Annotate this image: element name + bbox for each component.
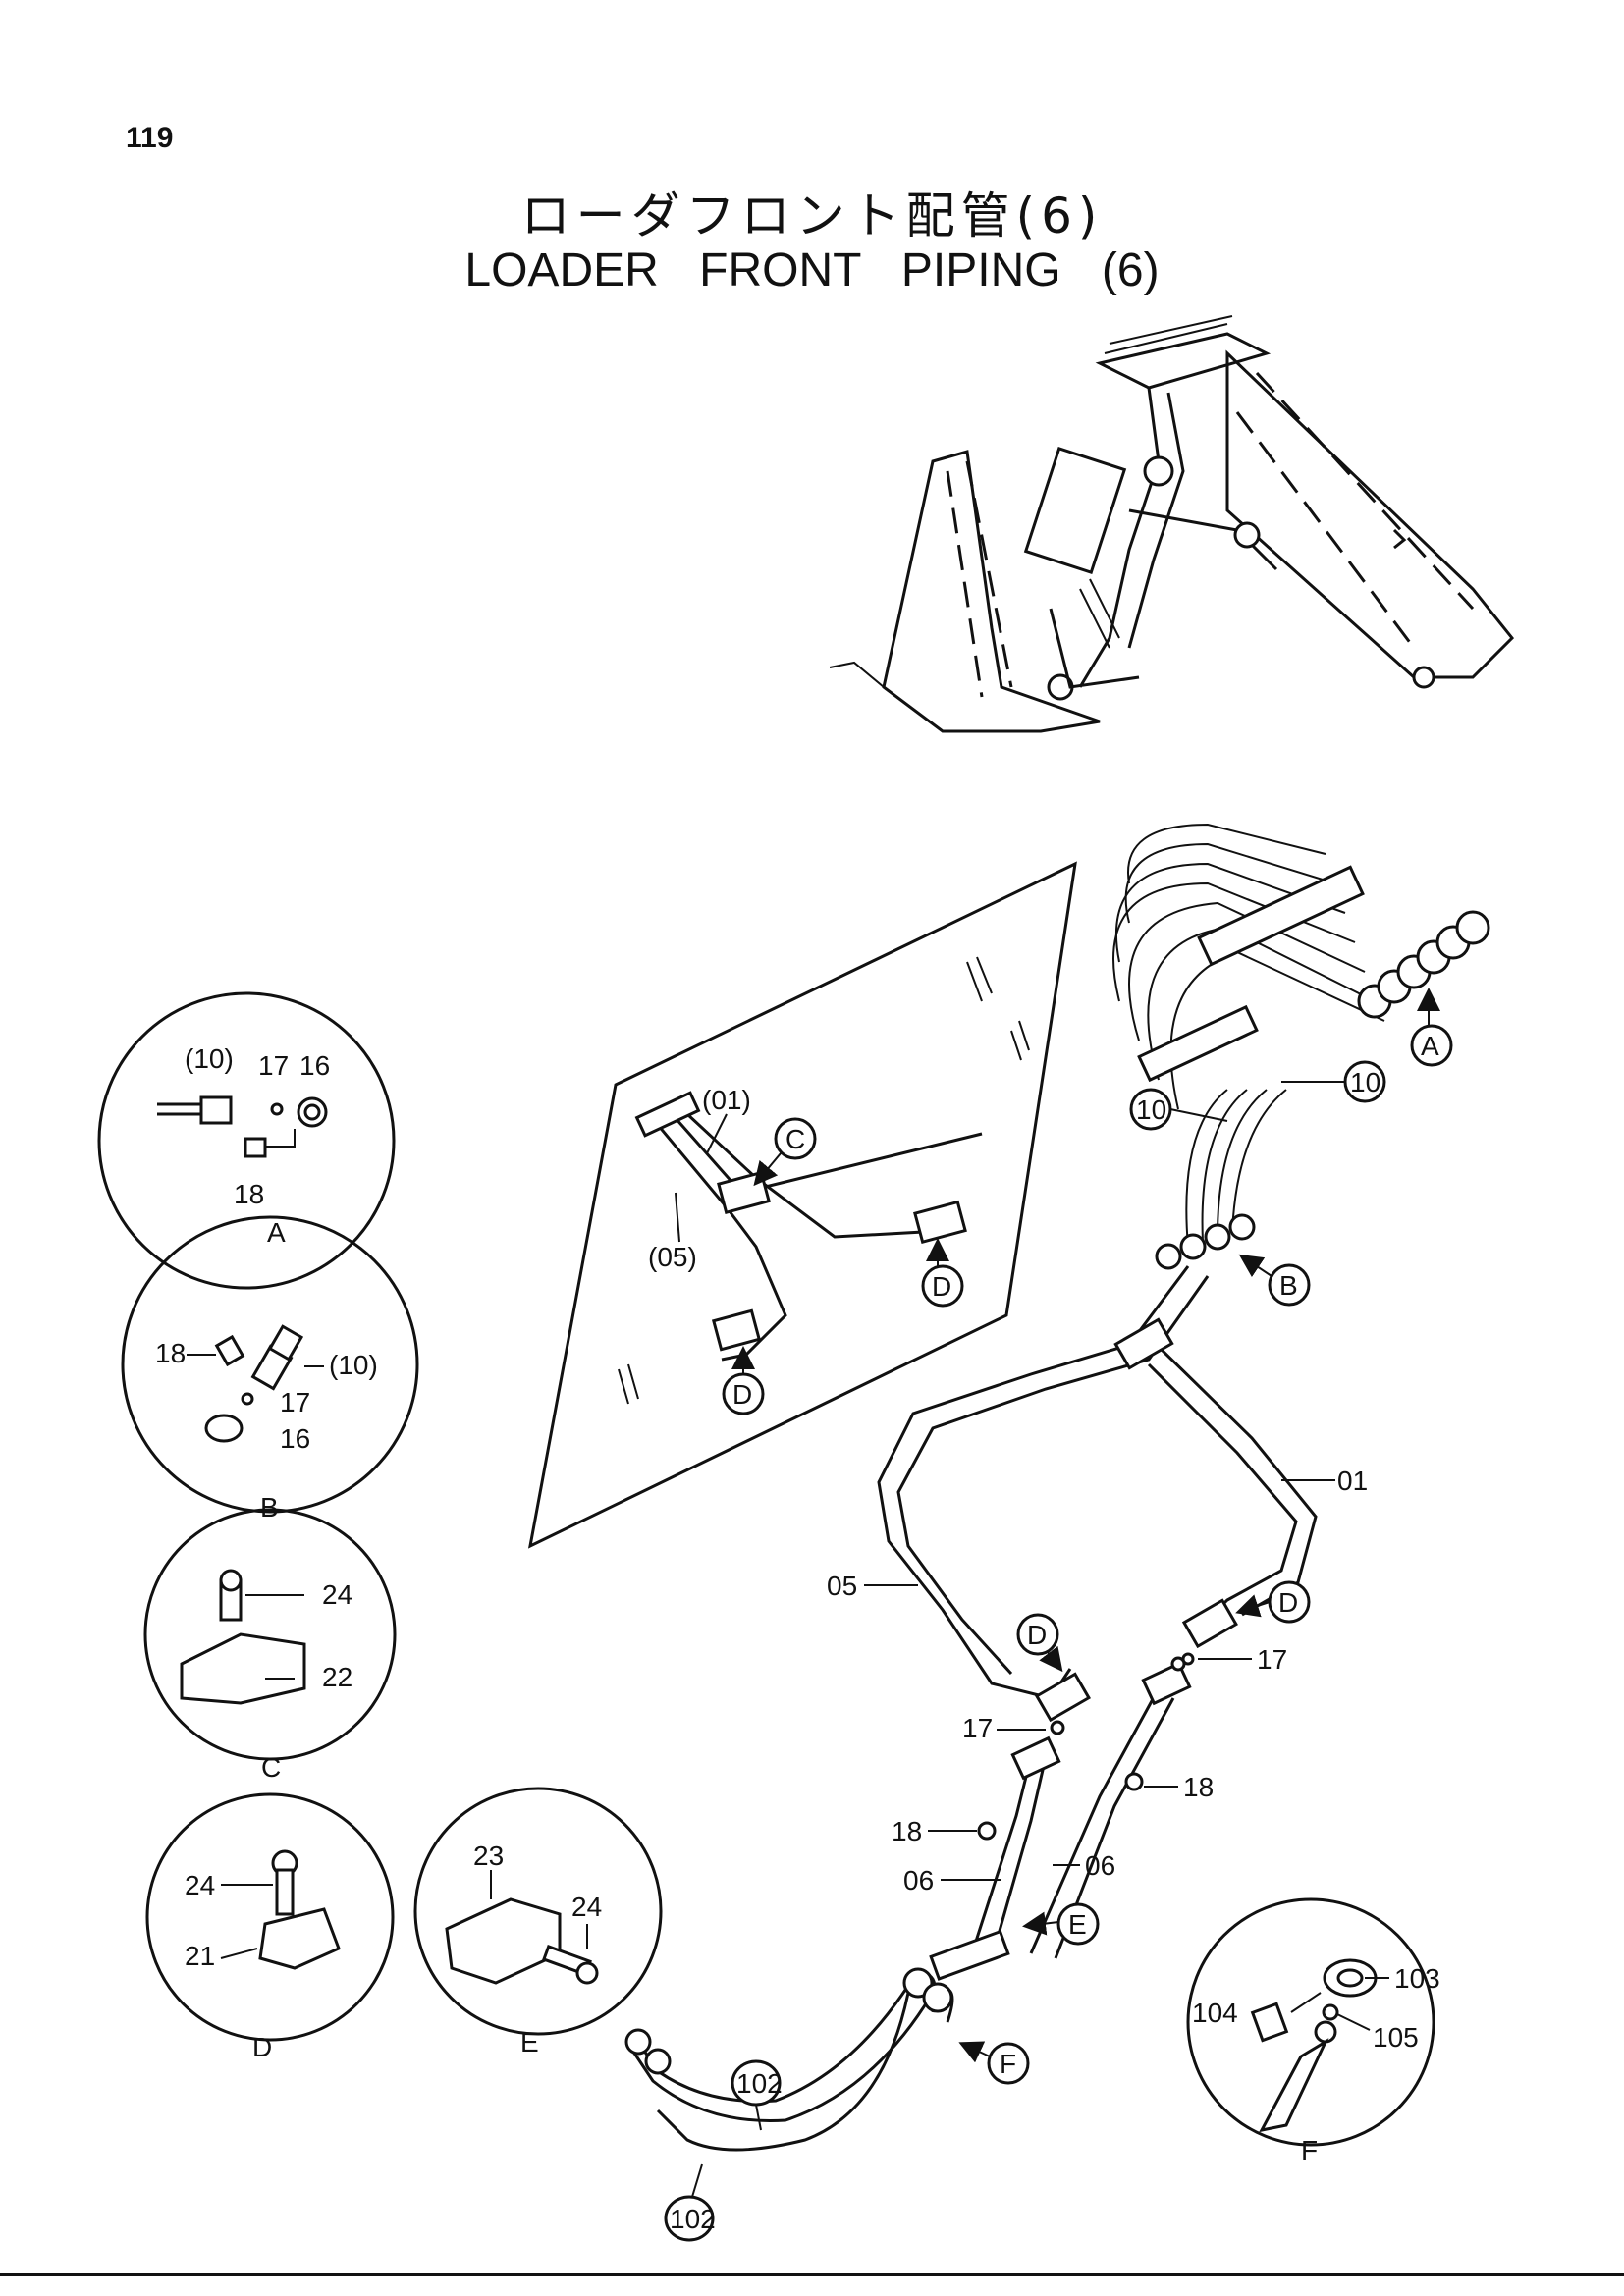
svg-text:102: 102 — [736, 2068, 783, 2099]
circled-part-10-left: 10 — [1129, 1088, 1228, 1131]
svg-text:21: 21 — [185, 1941, 215, 1971]
svg-text:E: E — [520, 2027, 539, 2057]
svg-text:102: 102 — [670, 2204, 716, 2234]
svg-text:B: B — [260, 1492, 279, 1522]
hose-bundle-illustration — [1112, 823, 1490, 1270]
circled-part-102-lower: 102 — [664, 2163, 716, 2242]
page-number: 119 — [126, 122, 174, 154]
label-18-left: 18 — [892, 1816, 977, 1846]
circled-part-10-right: 10 — [1281, 1060, 1386, 1103]
callout-E: E — [1022, 1902, 1100, 1946]
svg-text:E: E — [1068, 1909, 1087, 1940]
svg-text:22: 22 — [322, 1662, 352, 1692]
callout-C-windshield: C — [785, 1124, 805, 1154]
label-06-left: 06 — [903, 1865, 1001, 1896]
detail-view-B: 18 (10) 17 16 B — [121, 1215, 419, 1522]
svg-text:18: 18 — [1183, 1772, 1214, 1802]
svg-text:24: 24 — [322, 1579, 352, 1610]
svg-text:17: 17 — [280, 1387, 310, 1417]
svg-text:D: D — [252, 2032, 272, 2062]
main-piping-illustration — [624, 1265, 1318, 2152]
svg-text:18: 18 — [234, 1179, 264, 1209]
svg-text:23: 23 — [473, 1841, 504, 1871]
svg-text:16: 16 — [280, 1423, 310, 1454]
hose-fitting-group — [1357, 910, 1490, 1019]
svg-text:17: 17 — [258, 1050, 289, 1081]
svg-text:104: 104 — [1192, 1998, 1238, 2028]
callout-F: F — [958, 2041, 1030, 2085]
svg-text:(10): (10) — [185, 1043, 234, 1074]
svg-text:F: F — [1301, 2135, 1318, 2165]
label-17-left: 17 — [962, 1713, 1046, 1743]
label-05-windshield: (05) — [648, 1242, 697, 1272]
callout-D-left: D — [1016, 1613, 1063, 1673]
svg-text:06: 06 — [903, 1865, 934, 1896]
svg-text:105: 105 — [1373, 2022, 1419, 2053]
callout-D-windshield-right: D — [932, 1271, 951, 1302]
windshield-view — [527, 861, 1077, 1549]
circled-part-102-upper: 102 — [731, 2059, 783, 2131]
label-17-right: 17 — [1181, 1644, 1287, 1675]
label-06-right: 06 — [1053, 1850, 1115, 1881]
callout-D-windshield-left: D — [732, 1379, 752, 1410]
callout-B: B — [1238, 1254, 1311, 1307]
svg-text:C: C — [261, 1752, 281, 1783]
loader-overview-illustration — [829, 315, 1515, 733]
svg-text:18: 18 — [155, 1338, 186, 1368]
label-01: 01 — [1281, 1466, 1368, 1496]
detail-view-A: (10) 17 16 18 A — [97, 991, 396, 1290]
svg-text:10: 10 — [1350, 1067, 1380, 1097]
svg-text:01: 01 — [1337, 1466, 1368, 1496]
svg-text:10: 10 — [1136, 1095, 1166, 1125]
svg-text:103: 103 — [1394, 1963, 1440, 1994]
svg-text:(10): (10) — [329, 1350, 378, 1380]
title-japanese: ローダフロント配管(6) — [520, 187, 1104, 244]
svg-text:B: B — [1279, 1270, 1298, 1301]
svg-text:D: D — [1278, 1587, 1298, 1618]
callout-A: A — [1410, 988, 1453, 1067]
svg-text:16: 16 — [299, 1050, 330, 1081]
label-01-windshield: (01) — [702, 1085, 751, 1115]
svg-text:24: 24 — [571, 1892, 602, 1922]
svg-text:A: A — [1421, 1031, 1439, 1061]
detail-view-C: 24 22 C — [143, 1508, 397, 1783]
callout-D-right: D — [1235, 1580, 1311, 1624]
detail-view-D: 24 21 D — [145, 1792, 395, 2062]
svg-text:F: F — [1000, 2049, 1016, 2079]
svg-text:D: D — [1027, 1620, 1047, 1650]
label-05: 05 — [827, 1571, 918, 1601]
svg-text:06: 06 — [1085, 1850, 1115, 1881]
detail-view-E: 23 24 E — [413, 1787, 663, 2057]
svg-text:24: 24 — [185, 1870, 215, 1900]
svg-text:A: A — [267, 1217, 286, 1248]
title-english: LOADER FRONT PIPING (6) — [464, 244, 1160, 296]
svg-text:17: 17 — [962, 1713, 993, 1743]
svg-text:05: 05 — [827, 1571, 857, 1601]
label-18-right: 18 — [1144, 1772, 1214, 1802]
detail-view-F: 103 104 105 F — [1186, 1897, 1440, 2165]
svg-text:18: 18 — [892, 1816, 922, 1846]
svg-text:17: 17 — [1257, 1644, 1287, 1675]
bottom-rule — [0, 2273, 1624, 2276]
